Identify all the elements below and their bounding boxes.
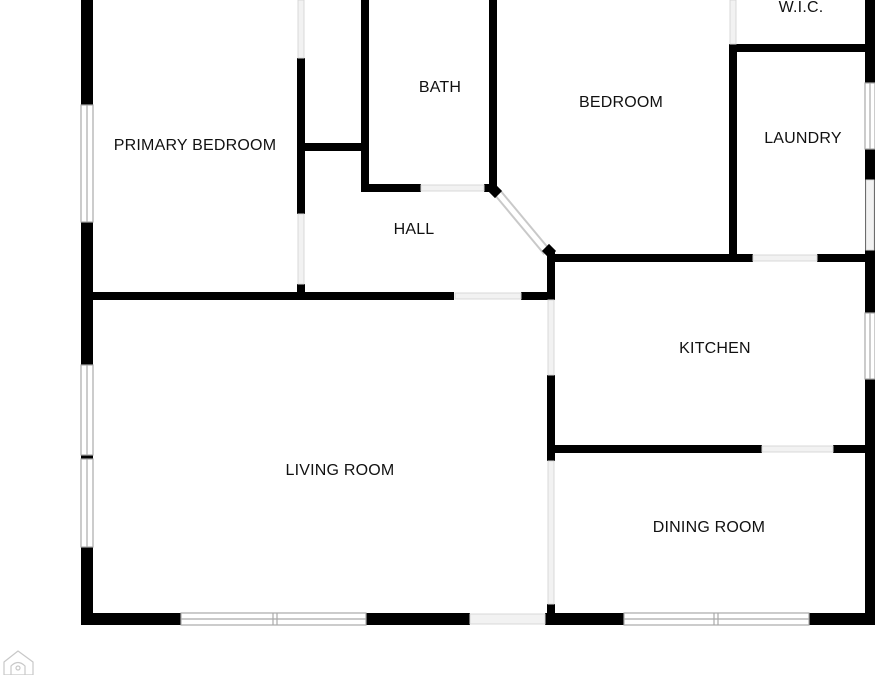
house-outline-icon <box>3 650 34 675</box>
angled-door-jamb-bottom <box>541 243 557 259</box>
wall-kitchen-north-1 <box>547 254 753 262</box>
room-label-primary-bedroom: PRIMARY BEDROOM <box>114 137 276 154</box>
angled-door-jamb-top <box>487 183 503 199</box>
wall-hall-west-stub <box>297 284 305 300</box>
window-laundry-east <box>864 82 875 150</box>
wall-primary-bedroom-east <box>297 58 305 214</box>
windows <box>80 82 875 626</box>
window-living-south <box>180 612 367 626</box>
angled-door <box>487 183 557 259</box>
window-living-west-2 <box>80 458 94 548</box>
door-primary-hall <box>297 213 305 285</box>
room-label-bedroom: BEDROOM <box>579 94 663 111</box>
door-front <box>469 613 546 625</box>
angled-door-opening <box>495 190 549 254</box>
door-kitchen-dining <box>761 445 834 453</box>
wall-wic-south <box>729 44 875 52</box>
room-label-kitchen: KITCHEN <box>679 340 751 357</box>
door-laundry-east <box>865 179 875 251</box>
wall-living-north-stub <box>521 292 555 300</box>
wall-closet-south <box>297 143 363 151</box>
wall-living-north <box>81 292 454 300</box>
room-label-dining-room: DINING ROOM <box>653 519 765 536</box>
wall-dining-north-2 <box>833 445 875 453</box>
room-labels: PRIMARY BEDROOM BATH BEDROOM W.I.C. LAUN… <box>114 0 842 536</box>
room-label-laundry: LAUNDRY <box>764 130 842 147</box>
wall-bath-south-stub <box>484 184 497 192</box>
interior-walls <box>81 0 875 625</box>
room-label-wic: W.I.C. <box>779 0 824 16</box>
wall-kitchen-north-2 <box>817 254 875 262</box>
door-living-hall <box>454 292 522 300</box>
door-kitchen-living <box>547 299 555 376</box>
door-laundry <box>752 254 818 262</box>
wall-bath-south <box>361 184 421 192</box>
exterior-wall-south-2 <box>366 613 470 625</box>
room-label-hall: HALL <box>394 221 435 238</box>
door-dining-living <box>547 460 555 605</box>
exterior-wall-south-1 <box>81 613 181 625</box>
wall-kitchen-west-mid <box>547 375 555 461</box>
exterior-wall-south-4 <box>809 613 875 625</box>
window-primary-bedroom <box>80 104 94 223</box>
door-bath <box>420 184 485 192</box>
room-label-bath: BATH <box>419 79 461 96</box>
room-label-living-room: LIVING ROOM <box>286 462 395 479</box>
wall-dining-north-1 <box>547 445 762 453</box>
window-kitchen-east <box>864 312 875 380</box>
exterior-wall-south-3 <box>545 613 624 625</box>
door-openings <box>297 0 875 625</box>
window-living-west-1 <box>80 364 94 456</box>
door-primary-closet <box>297 0 305 59</box>
wall-laundry-west <box>729 44 737 260</box>
wall-bath-east <box>489 0 497 192</box>
wall-kitchen-west-bottom <box>547 604 555 625</box>
wall-kitchen-west-top <box>547 252 555 300</box>
door-wic <box>729 0 737 45</box>
window-dining-south <box>623 612 810 626</box>
wall-bath-west <box>361 0 369 192</box>
